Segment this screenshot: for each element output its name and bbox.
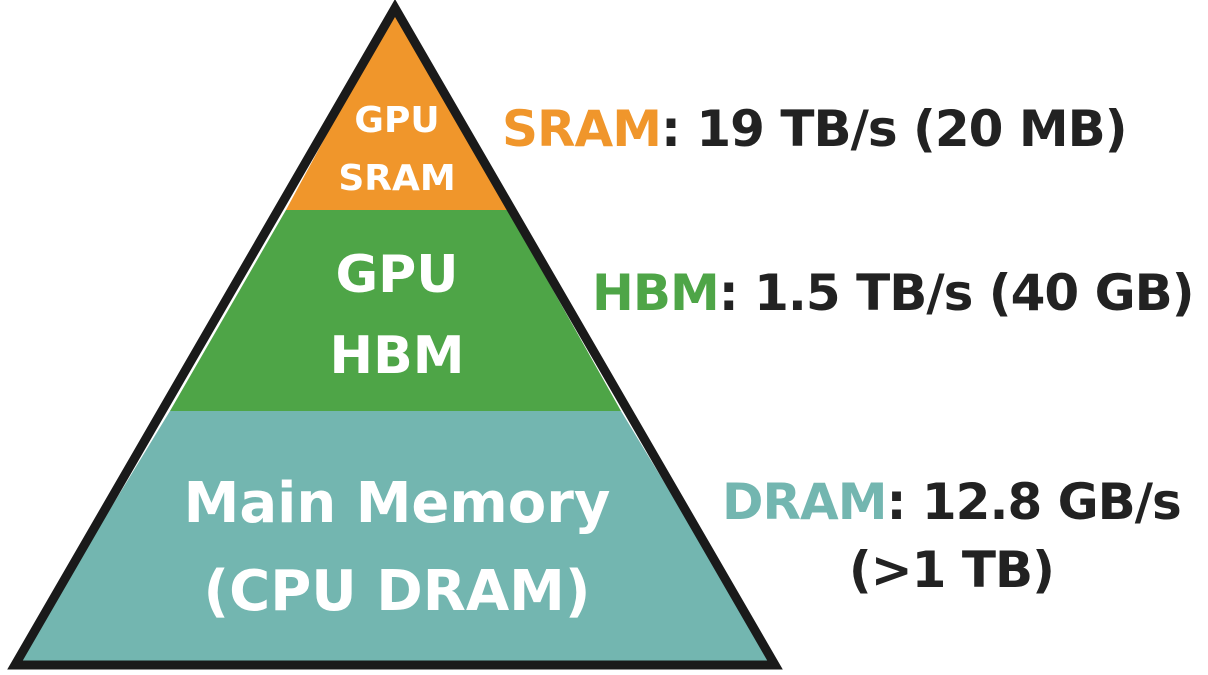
hbm-tier-label-line2: HBM <box>330 326 465 386</box>
dram-detail: : 12.8 GB/s <box>886 473 1181 531</box>
hbm-tier-label-line1: GPU <box>335 245 458 305</box>
hbm-detail: : 1.5 TB/s (40 GB) <box>718 264 1195 322</box>
tier-hbm <box>170 210 621 411</box>
sram-name: SRAM <box>502 100 662 158</box>
dram-name: DRAM <box>722 473 887 531</box>
sram-annotation: SRAM: 19 TB/s (20 MB) <box>502 100 1128 158</box>
pyramid-outline <box>7 0 783 670</box>
dram-tier-label-line1: Main Memory <box>184 471 611 536</box>
sram-detail: : 19 TB/s (20 MB) <box>660 100 1128 158</box>
hbm-name: HBM <box>592 264 720 322</box>
sram-tier-label-line2: SRAM <box>338 158 455 199</box>
sram-tier-label-line1: GPU <box>354 100 439 141</box>
dram-annotation: DRAM: 12.8 GB/s (>1 TB) <box>722 468 1182 604</box>
dram-capacity: (>1 TB) <box>848 541 1055 599</box>
tier-dram <box>15 411 775 665</box>
tier-sram <box>286 8 508 210</box>
hbm-annotation: HBM: 1.5 TB/s (40 GB) <box>592 264 1195 322</box>
dram-tier-label-line2: (CPU DRAM) <box>204 559 591 624</box>
